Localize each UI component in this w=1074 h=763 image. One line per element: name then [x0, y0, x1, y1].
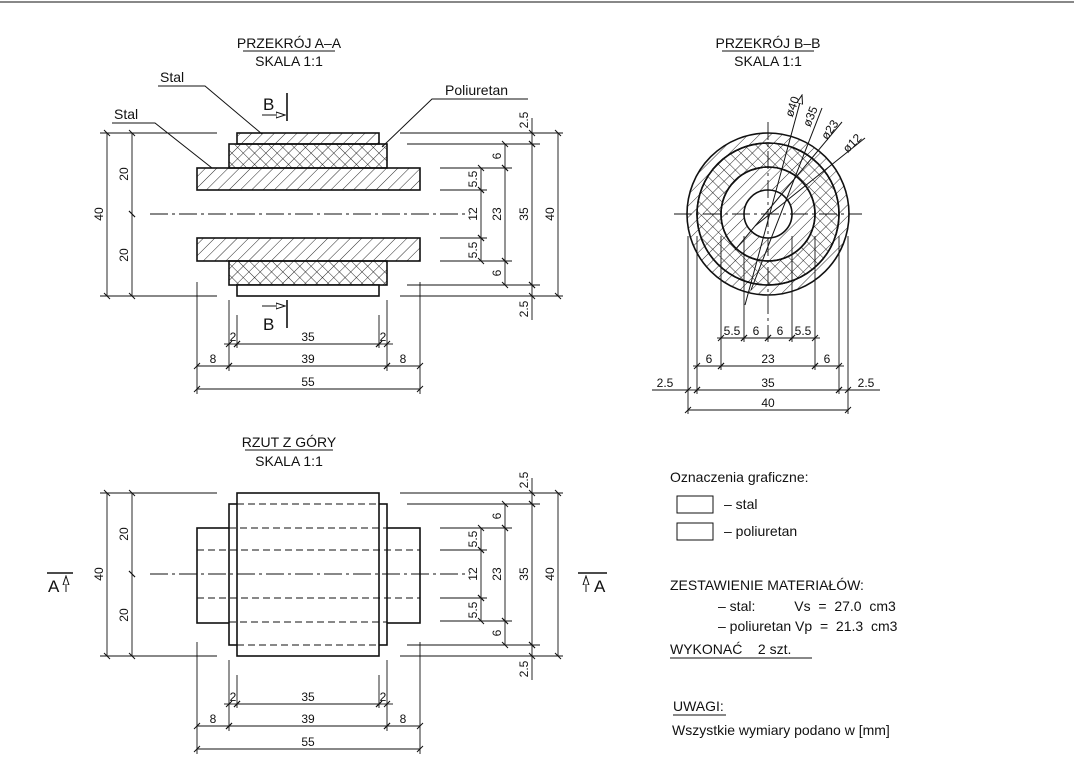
cut-mark-b-bottom: B [262, 300, 288, 334]
dim-label: 2.5 [517, 471, 531, 488]
dim-label: 8 [210, 352, 217, 366]
polyurethane-hatch-swatch [676, 522, 714, 541]
dim-label: 23 [490, 207, 504, 221]
polyurethane-top [228, 143, 388, 169]
materials-title: ZESTAWIENIE MATERIAŁÓW: [670, 577, 864, 593]
dim-label: 6 [824, 352, 831, 366]
materials-steel: – stal: Vs = 27.0 cm3 [718, 598, 896, 614]
section-b-scale: SKALA 1:1 [734, 53, 802, 69]
top-view-scale: SKALA 1:1 [255, 453, 323, 469]
dim-label: 5.5 [466, 601, 480, 618]
dim-label: 5.5 [795, 324, 812, 338]
cut-mark-a-right: A [578, 572, 607, 596]
dim-label: 35 [301, 690, 315, 704]
notes-title: UWAGI: [673, 698, 724, 714]
dim-label: 55 [301, 375, 315, 389]
dim-label: 8 [400, 712, 407, 726]
leader-stal-inner [112, 122, 213, 169]
dim-label: 5.5 [466, 530, 480, 547]
dim-label: 35 [761, 376, 775, 390]
dim-label: 2.5 [858, 376, 875, 390]
dim-label: 23 [490, 567, 504, 581]
diameter-label: ø23 [818, 117, 842, 142]
section-a-a: PRZEKRÓJ A–A SKALA 1:1 Stal Stal Poliure… [92, 35, 563, 394]
section-a-scale: SKALA 1:1 [255, 53, 323, 69]
dim-label: 6 [706, 352, 713, 366]
dim-label: 6 [490, 269, 504, 276]
dim-label: 2 [380, 690, 387, 704]
label-poliuretan: Poliuretan [445, 82, 508, 98]
diameter-label: ø12 [840, 131, 865, 156]
cut-mark-letter: A [48, 577, 60, 596]
notes-text: Wszystkie wymiary podano w [mm] [672, 722, 890, 738]
polyurethane-bottom [228, 260, 388, 286]
dim-label: 5.5 [466, 170, 480, 187]
legend-steel: – stal [724, 496, 757, 512]
dim-label: 40 [543, 567, 557, 581]
legend-poly: – poliuretan [724, 523, 797, 539]
dim-label: 2 [230, 330, 237, 344]
dim-label: 12 [466, 567, 480, 581]
diameter-label: ø40 [782, 94, 802, 119]
outer-steel-sleeve-bottom [236, 284, 380, 297]
dim-label: 5.5 [724, 324, 741, 338]
dim-label: 6 [490, 629, 504, 636]
dim-label: 2.5 [657, 376, 674, 390]
top-view: RZUT Z GÓRY SKALA 1:1 A A 40 20 20 [47, 434, 607, 754]
dim-label: 12 [466, 207, 480, 221]
dim-label: 8 [210, 712, 217, 726]
dim-label: 20 [117, 608, 131, 622]
cut-mark-letter: B [263, 315, 274, 334]
dim-label: 20 [117, 167, 131, 181]
dim-label: 39 [301, 712, 315, 726]
legend: Oznaczenia graficzne: – stal – poliureta… [670, 469, 809, 541]
dim-label: 20 [117, 248, 131, 262]
dim-label: 6 [490, 512, 504, 519]
cut-mark-letter: A [594, 577, 606, 596]
cut-mark-letter: B [263, 95, 274, 114]
dim-label: 23 [761, 352, 775, 366]
section-a-title: PRZEKRÓJ A–A [237, 35, 342, 51]
notes: UWAGI: Wszystkie wymiary podano w [mm] [672, 698, 890, 738]
dim-label: 35 [517, 567, 531, 581]
cut-mark-b-top: B [262, 93, 288, 121]
section-b-title: PRZEKRÓJ B–B [715, 35, 820, 51]
inner-steel-top [196, 167, 421, 191]
diameter-label: ø35 [800, 104, 821, 129]
dim-label: 35 [301, 330, 315, 344]
dim-label: 2 [230, 690, 237, 704]
outer-steel-sleeve-top [236, 132, 380, 145]
dim-label: 5.5 [466, 241, 480, 258]
label-stal-outer: Stal [160, 69, 184, 85]
steel-hatch-swatch [676, 495, 714, 514]
make-quantity: WYKONAĆ 2 szt. [670, 641, 791, 657]
dim-label: 39 [301, 352, 315, 366]
cut-mark-a-left: A [47, 572, 73, 596]
dim-label: 2.5 [517, 300, 531, 317]
dim-label: 55 [301, 735, 315, 749]
section-b-b: PRZEKRÓJ B–B SKALA 1:1 ø40 ø35 ø23 ø12 [652, 35, 880, 414]
materials-list: ZESTAWIENIE MATERIAŁÓW: – stal: Vs = 27.… [670, 577, 898, 659]
materials-poly: – poliuretan Vp = 21.3 cm3 [718, 618, 898, 634]
outer-sleeve-outline [236, 492, 380, 657]
dim-label: 6 [753, 324, 760, 338]
dim-label: 35 [517, 207, 531, 221]
dim-label: 20 [117, 527, 131, 541]
top-view-title: RZUT Z GÓRY [242, 434, 337, 450]
dim-label: 40 [543, 207, 557, 221]
dim-label: 6 [490, 152, 504, 159]
label-stal-inner: Stal [114, 106, 138, 122]
dim-label: 8 [400, 352, 407, 366]
legend-title: Oznaczenia graficzne: [670, 469, 809, 485]
dim-label: 40 [92, 567, 106, 581]
inner-steel-bottom [196, 237, 421, 262]
dim-label: 2 [380, 330, 387, 344]
leader-poliuretan [381, 98, 528, 148]
dim-label: 2.5 [517, 111, 531, 128]
leader-stal-outer [158, 85, 263, 135]
dim-label: 40 [92, 207, 106, 221]
dim-label: 2.5 [517, 660, 531, 677]
dim-label: 40 [761, 396, 775, 410]
dim-label: 6 [777, 324, 784, 338]
